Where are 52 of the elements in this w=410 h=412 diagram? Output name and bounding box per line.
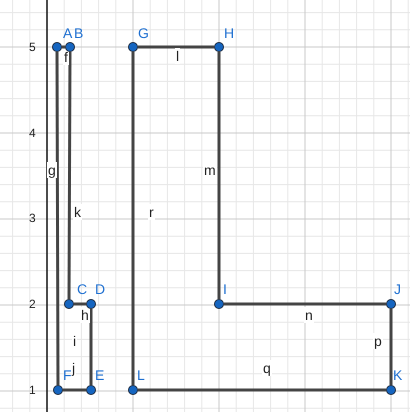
point-label: K [393,367,402,383]
point [214,299,224,309]
segment-label: p [373,333,383,349]
segment-label: f [63,49,69,65]
line-segment [74,302,86,306]
point-label: E [95,367,104,383]
segment-label: k [73,204,82,220]
line-segment [390,309,392,385]
line-segment [132,52,134,385]
point-label: F [63,367,72,383]
segment-label: r [148,204,155,220]
line-segment [63,388,86,392]
point [386,299,396,309]
segment-label: g [47,162,57,178]
axis-tick-label: 4 [29,126,36,140]
point [386,385,396,395]
line-segment [138,46,214,48]
segment-label: q [262,360,272,376]
segment-label: i [72,333,78,349]
line-segment [90,309,92,385]
point [86,385,96,395]
point [214,42,224,52]
point-label: D [95,281,106,297]
segment-label: l [175,48,180,64]
point-label: G [138,25,149,41]
axis-tick-label: 2 [29,297,36,311]
axis-tick-label: 1 [29,383,36,397]
point [53,385,63,395]
line-segment [224,302,386,306]
segment-label: j [71,360,76,376]
axis-tick-label: 3 [29,211,36,225]
point-label: B [74,25,84,41]
segment-label: n [304,307,314,323]
line-segment [138,388,386,392]
point [128,42,138,52]
line-segment [68,52,72,299]
point-label: C [77,281,88,297]
point-label: I [223,281,227,297]
line-segment [218,52,220,299]
point-label: J [394,281,401,297]
line-segment [56,52,60,385]
segment-label: h [80,307,90,323]
point-label: H [224,25,234,41]
point [65,42,75,52]
point [128,385,138,395]
point [64,299,74,309]
point-label: A [63,25,72,41]
point [86,299,96,309]
axis-tick-label: 5 [29,40,36,54]
point-label: L [137,367,145,383]
point [52,42,62,52]
line-segment [62,46,65,48]
